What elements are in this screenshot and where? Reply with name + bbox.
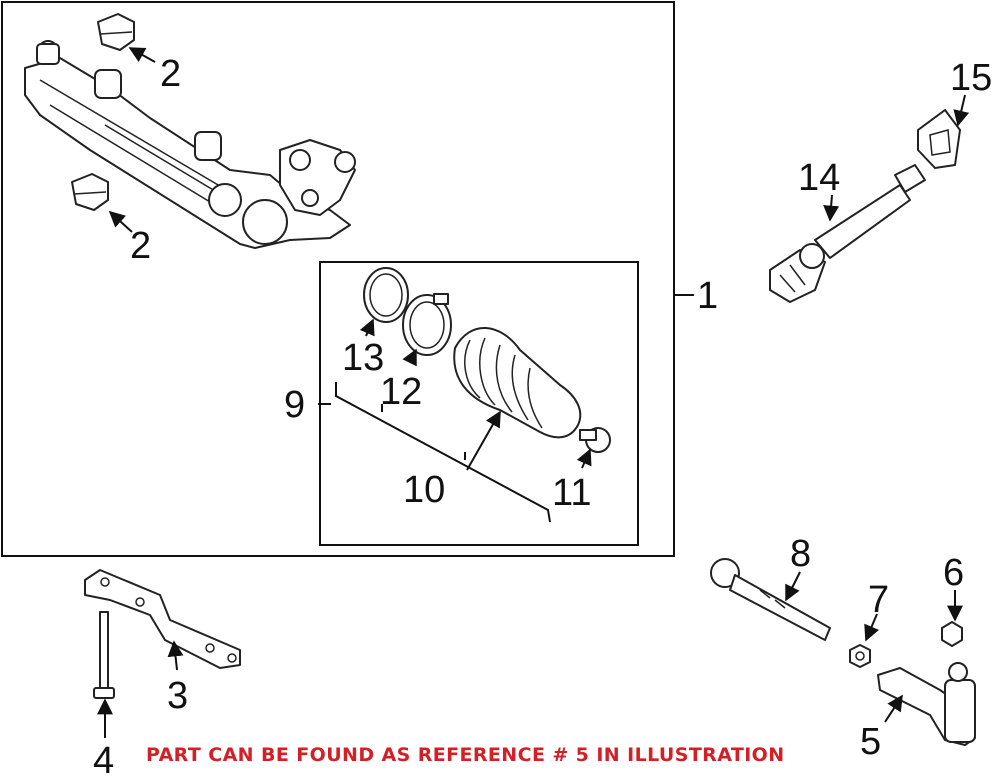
clamp-11	[579, 427, 611, 453]
clamp-12	[402, 293, 452, 356]
callout-15: 15	[950, 57, 992, 99]
castle-nut	[941, 621, 963, 647]
callout-3: 3	[167, 675, 188, 717]
callout-7: 7	[868, 579, 889, 621]
reference-notice: PART CAN BE FOUND AS REFERENCE # 5 IN IL…	[146, 744, 785, 766]
mount-bracket	[84, 569, 241, 669]
callout-4: 4	[93, 740, 114, 777]
cover-15	[917, 109, 961, 169]
inner-tie-rod	[710, 558, 831, 641]
callout-5: 5	[860, 721, 881, 763]
bolt	[93, 611, 115, 699]
rack-mount-upper	[97, 13, 135, 51]
jam-nut	[849, 644, 871, 668]
callout-2-lower: 2	[130, 225, 151, 267]
callout-1: 1	[697, 275, 718, 317]
intermediate-shaft	[769, 164, 926, 303]
outer-tie-rod-end	[877, 662, 976, 746]
assembly-box	[1, 1, 675, 557]
callout-14: 14	[798, 157, 840, 199]
callout-10: 10	[403, 469, 445, 511]
callout-6: 6	[943, 552, 964, 594]
callout-12: 12	[380, 371, 422, 413]
callout-2-upper: 2	[160, 53, 181, 95]
leader-lines	[97, 47, 970, 738]
callout-11: 11	[552, 472, 591, 514]
rack-mount-lower	[71, 173, 109, 211]
callout-9: 9	[284, 384, 305, 426]
callout-8: 8	[790, 533, 811, 575]
steering-rack-housing	[24, 40, 356, 249]
clamp-ring-13	[363, 267, 409, 323]
rack-boot-10	[453, 327, 582, 439]
callout-13: 13	[342, 337, 384, 379]
